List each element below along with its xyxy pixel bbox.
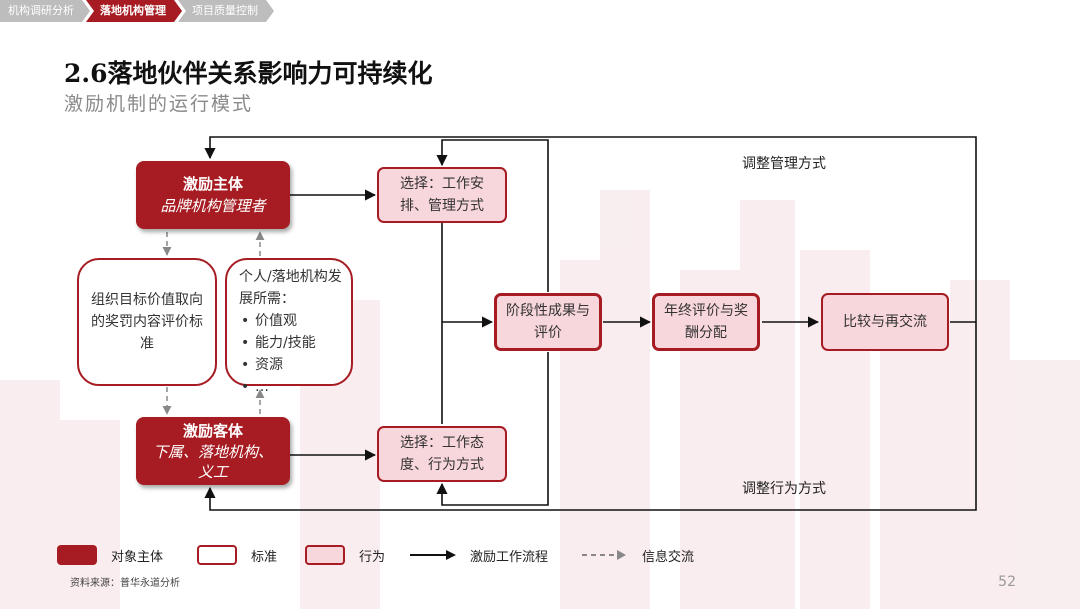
page-title: 2.6落地伙伴关系影响力可持续化	[64, 59, 433, 88]
need-item: …	[241, 376, 316, 398]
annual-evaluation-node: 年终评价与奖酬分配	[652, 293, 760, 351]
legend-flow-label: 激励工作流程	[470, 549, 549, 565]
incentive-subject-desc: 品牌机构管理者	[160, 197, 266, 215]
stage-evaluation-text: 阶段性成果与评价	[506, 303, 590, 341]
loop-adjust-management	[204, 136, 977, 322]
evaluation-criteria-node: 组织目标价值取向的奖罚内容评价标准	[77, 258, 217, 386]
legend: 对象主体 标准 行为 激励工作流程 信息交流	[0, 543, 1080, 567]
dashed-arrow-icon	[582, 550, 626, 560]
development-needs-heading: 个人/落地机构发展所需：	[239, 269, 342, 307]
page-subtitle: 激励机制的运行模式	[64, 93, 254, 115]
legend-info-label: 信息交流	[642, 549, 695, 565]
page-number: 52	[998, 574, 1016, 590]
development-needs-node: 个人/落地机构发展所需： 价值观 能力/技能 资源 …	[225, 258, 353, 398]
loop-adjust-behavior-inner	[436, 352, 549, 506]
incentive-object-desc: 下属、落地机构、义工	[152, 443, 273, 481]
incentive-object-node: 激励客体 下属、落地机构、义工	[136, 417, 290, 485]
choice-work-arrangement-node: 选择：工作安排、管理方式	[377, 167, 507, 223]
tab-institution-research[interactable]: 机构调研分析	[0, 0, 90, 22]
legend-standard: 标准	[197, 543, 277, 567]
legend-subject: 对象主体	[57, 543, 163, 567]
need-item: 价值观	[241, 310, 316, 332]
legend-subject-label: 对象主体	[111, 549, 164, 565]
annual-evaluation-text: 年终评价与奖酬分配	[664, 303, 748, 341]
need-item: 资源	[241, 354, 316, 376]
evaluation-criteria-text: 组织目标价值取向的奖罚内容评价标准	[91, 292, 203, 352]
compare-communicate-node: 比较与再交流	[821, 293, 949, 351]
adjust-behavior-label: 调整行为方式	[742, 481, 826, 497]
tab-landing-institution-management[interactable]: 落地机构管理	[86, 0, 182, 22]
legend-flow: 激励工作流程	[410, 543, 548, 567]
tab-project-quality-control[interactable]: 项目质量控制	[178, 0, 274, 22]
legend-standard-label: 标准	[251, 549, 278, 565]
loop-adjust-behavior	[204, 322, 977, 511]
legend-standard-swatch	[197, 545, 237, 565]
legend-subject-swatch	[57, 545, 97, 565]
choice-work-attitude-text: 选择：工作态度、行为方式	[400, 435, 484, 473]
solid-arrow-icon	[410, 550, 456, 560]
development-needs-list: 价值观 能力/技能 资源 …	[239, 310, 316, 398]
adjust-management-label: 调整管理方式	[742, 156, 826, 172]
incentive-object-title: 激励客体	[182, 422, 243, 440]
loop-adjust-management-inner	[436, 139, 549, 292]
incentive-subject-node: 激励主体 品牌机构管理者	[136, 161, 290, 229]
compare-communicate-text: 比较与再交流	[843, 314, 927, 330]
legend-behavior: 行为	[305, 543, 385, 567]
choice-work-arrangement-text: 选择：工作安排、管理方式	[400, 176, 484, 214]
stage-evaluation-node: 阶段性成果与评价	[494, 293, 602, 351]
breadcrumb-tabs: 机构调研分析 落地机构管理 项目质量控制	[0, 0, 270, 22]
legend-behavior-swatch	[305, 545, 345, 565]
choice-work-attitude-node: 选择：工作态度、行为方式	[377, 426, 507, 482]
legend-behavior-label: 行为	[359, 549, 386, 565]
need-item: 能力/技能	[241, 332, 316, 354]
legend-info: 信息交流	[582, 543, 694, 567]
incentive-subject-title: 激励主体	[182, 175, 243, 193]
source-note: 资料来源：普华永道分析	[70, 578, 180, 589]
